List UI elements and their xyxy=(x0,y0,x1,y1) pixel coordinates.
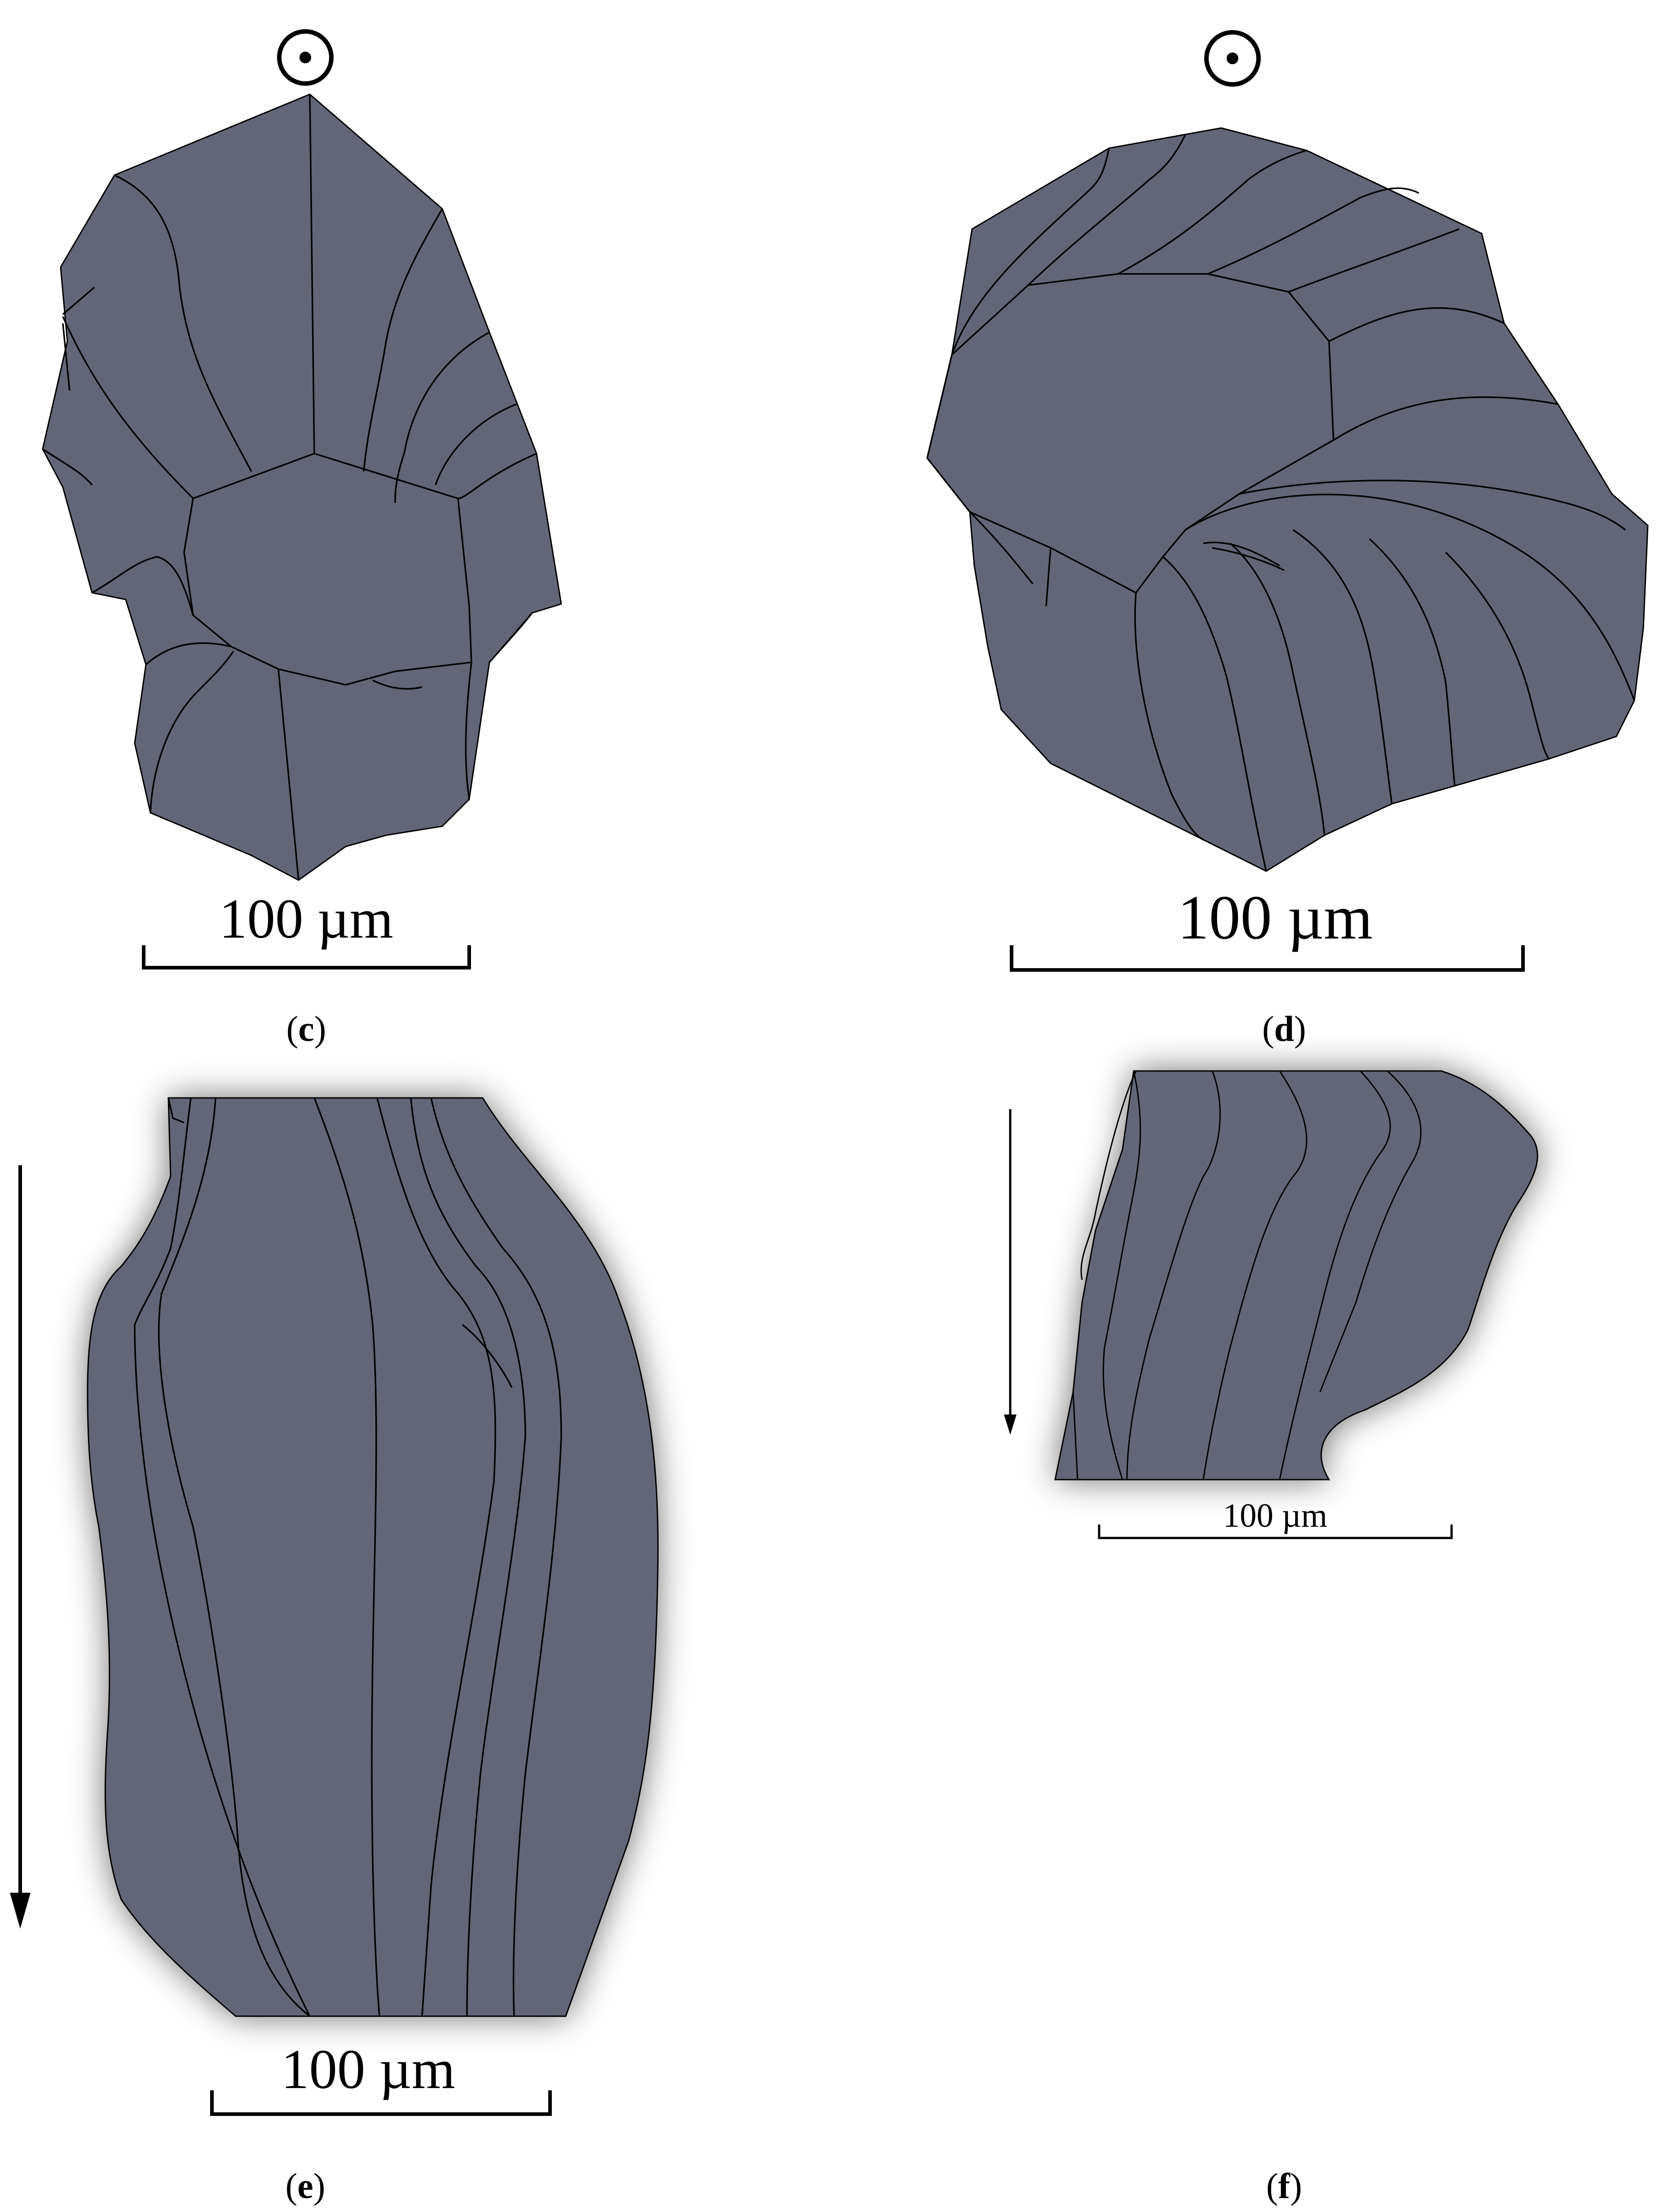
scale-bar-label: 100 µm xyxy=(1223,1497,1328,1534)
scale-bar xyxy=(142,945,471,969)
grain-boundaries xyxy=(926,134,1635,872)
scale-bar xyxy=(1010,945,1525,972)
panel-e: 100 µm (e) xyxy=(10,1097,659,2206)
down-arrow-icon xyxy=(10,1165,31,1929)
scale-bar-label: 100 µm xyxy=(1178,883,1373,952)
scale-bar-label: 100 µm xyxy=(281,2039,455,2101)
down-arrow-icon xyxy=(1004,1109,1017,1435)
panel-c: 100 µm (c) xyxy=(42,29,562,1049)
scale-bar xyxy=(1098,1525,1453,1539)
grain-boundaries xyxy=(134,1097,562,2017)
panel-label-e: (e) xyxy=(286,2167,326,2206)
panel-d: 100 µm (d) xyxy=(926,30,1649,1049)
panel-label-d: (d) xyxy=(1262,1009,1306,1049)
panel-label-c: (c) xyxy=(286,1009,326,1049)
circle-dot-icon xyxy=(277,29,334,86)
panel-label-f: (f) xyxy=(1266,2167,1302,2206)
grain-boundaries xyxy=(42,94,537,881)
scale-bar xyxy=(210,2090,552,2116)
panel-f: 100 µm (f) xyxy=(1004,1070,1538,2206)
circle-dot-icon xyxy=(1204,30,1261,87)
grain-boundaries xyxy=(1072,1070,1422,1480)
grain-shape xyxy=(87,1097,659,2017)
grain-shape xyxy=(42,93,562,881)
grain-shape xyxy=(1054,1070,1538,1481)
scale-bar-label: 100 µm xyxy=(219,888,393,950)
